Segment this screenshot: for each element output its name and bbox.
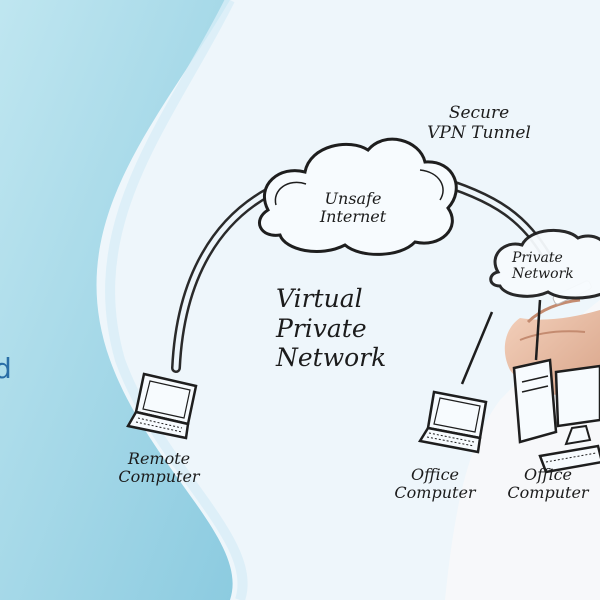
- label-line: Network: [512, 266, 574, 283]
- label-line: Office: [411, 465, 459, 484]
- unsafe-internet-label: Unsafe Internet: [298, 189, 408, 227]
- keyboard-icon: [538, 444, 600, 474]
- secure-vpn-tunnel-label: Secure VPN Tunnel: [404, 103, 554, 143]
- desktop-tower-icon: [512, 358, 558, 444]
- cloud-icon: [489, 228, 600, 300]
- connector-line: [534, 299, 542, 361]
- office-computer-label: Office Computer: [496, 465, 600, 503]
- left-blue-panel: [0, 0, 233, 600]
- page-title: Virtual Private Network: [276, 284, 416, 373]
- label-line: Unsafe: [324, 189, 382, 208]
- panel-highlight: [105, 0, 248, 600]
- title-line: Network: [276, 343, 387, 372]
- monitor-icon: [554, 364, 600, 446]
- remote-computer-label: Remote Computer: [104, 449, 214, 487]
- title-line: Virtual: [276, 284, 363, 313]
- title-line: Private: [276, 313, 367, 343]
- private-network-label: Private Network: [512, 250, 600, 282]
- label-line: Office: [524, 465, 572, 484]
- label-line: Secure: [448, 103, 510, 123]
- finger-line: [526, 298, 581, 324]
- label-line: Computer: [394, 483, 476, 503]
- label-line: Computer: [507, 483, 589, 503]
- laptop-icon: [417, 390, 488, 454]
- label-line: VPN Tunnel: [427, 122, 531, 143]
- office-computer-label: Office Computer: [382, 465, 488, 503]
- finger-line: [519, 330, 586, 341]
- label-line: Internet: [319, 207, 387, 227]
- label-line: Computer: [118, 467, 200, 487]
- laptop-icon: [126, 372, 198, 440]
- connector-line: [460, 311, 494, 385]
- label-line: Private: [512, 250, 563, 266]
- cloud-icon: [258, 137, 458, 256]
- edge-text-fragment: d: [0, 352, 12, 385]
- label-line: Remote: [127, 449, 191, 468]
